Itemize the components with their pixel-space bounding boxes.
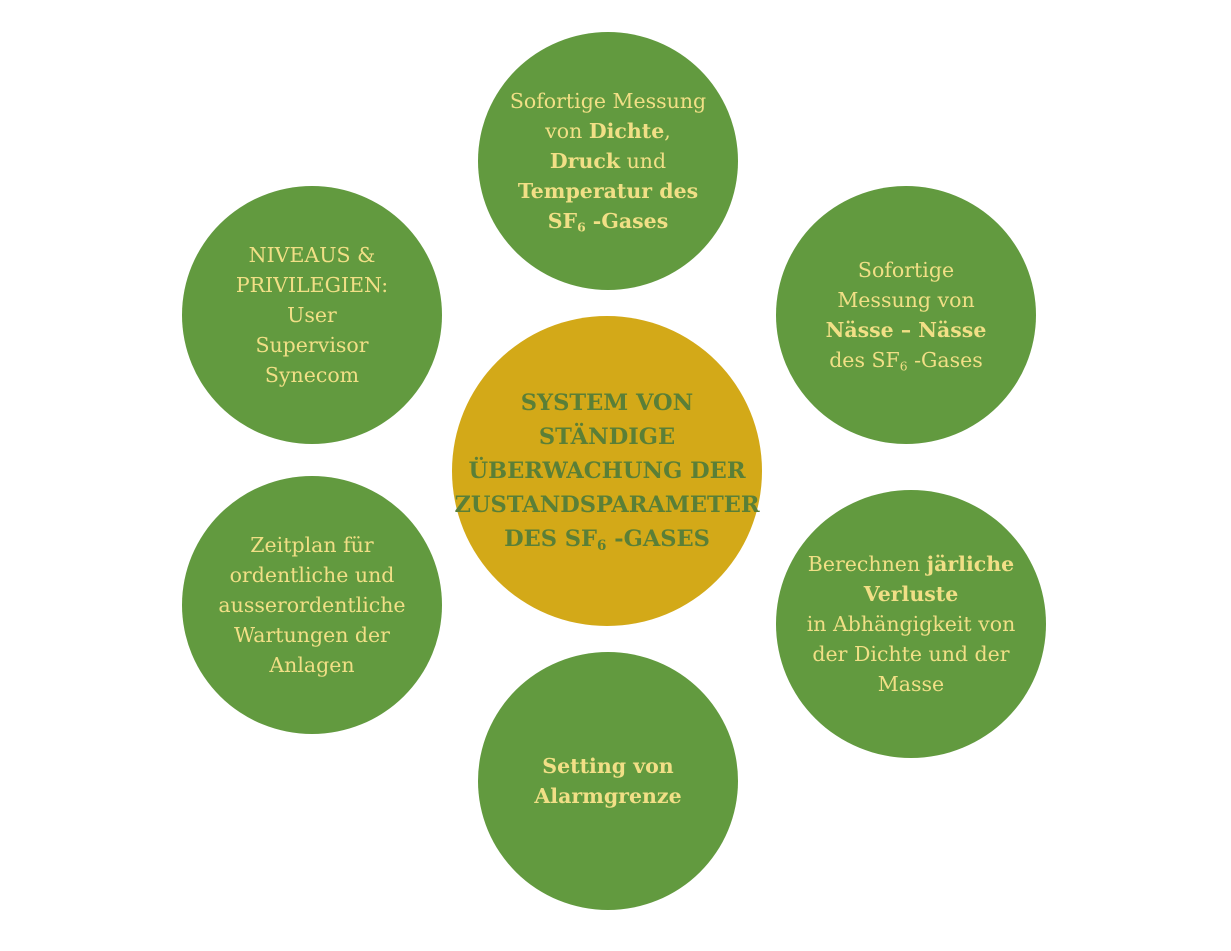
text-line: Masse bbox=[877, 672, 945, 696]
text-line: ordentliche und bbox=[229, 563, 395, 587]
text-emphasis: Setting von bbox=[542, 754, 674, 778]
text-line: Messung von bbox=[837, 288, 975, 312]
node-measurement-moisture: Sofortige Messung von Nässe – Nässe des … bbox=[776, 186, 1036, 444]
subscript: 6 bbox=[899, 359, 908, 374]
node-levels-privileges: NIVEAUS & PRIVILEGIEN: User Supervisor S… bbox=[182, 186, 442, 444]
text-line: Wartungen der bbox=[234, 623, 390, 647]
subscript: 6 bbox=[577, 219, 586, 235]
text-fragment: -Gases bbox=[585, 209, 669, 233]
text-line: des SF6 -Gases bbox=[826, 345, 987, 375]
text-line: der Dichte und der bbox=[812, 642, 1010, 666]
text-line: Druck und bbox=[510, 146, 706, 176]
text-emphasis: Dichte bbox=[588, 119, 665, 143]
text-emphasis: Nässe – Nässe bbox=[825, 318, 987, 342]
text-fragment: , bbox=[664, 119, 671, 143]
text-emphasis: Verluste bbox=[863, 582, 959, 606]
text-line: Temperatur des bbox=[510, 176, 706, 206]
node-text: Setting von Alarmgrenze bbox=[534, 751, 681, 811]
text-emphasis: SF6 -Gases bbox=[548, 209, 668, 233]
text-line: Synecom bbox=[264, 363, 360, 387]
text-line: ausserordentliche bbox=[218, 593, 406, 617]
text-fragment: DES SF bbox=[504, 526, 598, 552]
node-text: SYSTEM VON STÄNDIGE ÜBERWACHUNG DER ZUST… bbox=[454, 386, 759, 556]
text-line: Nässe – Nässe bbox=[826, 315, 987, 345]
node-central-system: SYSTEM VON STÄNDIGE ÜBERWACHUNG DER ZUST… bbox=[452, 316, 762, 626]
text-emphasis: Alarmgrenze bbox=[534, 784, 682, 808]
text-line: SYSTEM VON bbox=[520, 390, 694, 416]
text-line: Setting von bbox=[534, 751, 681, 781]
node-measurement-density-pressure-temperature: Sofortige Messung von Dichte, Druck und … bbox=[478, 32, 738, 290]
text-line: Sofortige bbox=[857, 258, 955, 282]
text-line: STÄNDIGE bbox=[538, 424, 676, 450]
text-line: Verluste bbox=[807, 579, 1016, 609]
text-line: DES SF6 -GASES bbox=[454, 522, 759, 556]
text-emphasis: järliche bbox=[926, 552, 1015, 576]
text-emphasis: Druck bbox=[549, 149, 621, 173]
node-alarm-limits: Setting von Alarmgrenze bbox=[478, 652, 738, 910]
text-fragment: des SF bbox=[829, 348, 900, 372]
text-fragment: SF bbox=[547, 209, 578, 233]
text-line: Supervisor bbox=[255, 333, 369, 357]
subscript: 6 bbox=[597, 538, 607, 555]
node-text: Sofortige Messung von Dichte, Druck und … bbox=[510, 86, 706, 236]
text-fragment: von bbox=[545, 119, 589, 143]
text-fragment: -GASES bbox=[606, 526, 710, 552]
text-line: von Dichte, bbox=[510, 116, 706, 146]
text-fragment: -Gases bbox=[907, 348, 983, 372]
text-line: Zeitplan für bbox=[250, 533, 374, 557]
node-text: Zeitplan für ordentliche und ausserorden… bbox=[218, 530, 405, 680]
text-line: Sofortige Messung bbox=[509, 89, 707, 113]
text-fragment: und bbox=[620, 149, 667, 173]
text-line: SF6 -Gases bbox=[510, 206, 706, 236]
text-fragment: Berechnen bbox=[807, 552, 927, 576]
text-line: User bbox=[287, 303, 337, 327]
node-maintenance-schedule: Zeitplan für ordentliche und ausserorden… bbox=[182, 476, 442, 734]
text-line: PRIVILEGIEN: bbox=[235, 273, 389, 297]
node-text: Sofortige Messung von Nässe – Nässe des … bbox=[826, 255, 987, 375]
node-text: Berechnen järliche Verluste in Abhängigk… bbox=[807, 549, 1016, 699]
text-line: NIVEAUS & bbox=[248, 243, 376, 267]
node-text: NIVEAUS & PRIVILEGIEN: User Supervisor S… bbox=[236, 240, 388, 390]
text-line: ZUSTANDSPARAMETER bbox=[454, 492, 760, 518]
text-emphasis: Temperatur des bbox=[517, 179, 699, 203]
text-line: in Abhängigkeit von bbox=[806, 612, 1016, 636]
text-line: Anlagen bbox=[269, 653, 355, 677]
node-annual-losses: Berechnen järliche Verluste in Abhängigk… bbox=[776, 490, 1046, 758]
text-line: Berechnen järliche bbox=[807, 549, 1016, 579]
text-line: ÜBERWACHUNG DER bbox=[468, 458, 746, 484]
text-line: Alarmgrenze bbox=[534, 781, 681, 811]
